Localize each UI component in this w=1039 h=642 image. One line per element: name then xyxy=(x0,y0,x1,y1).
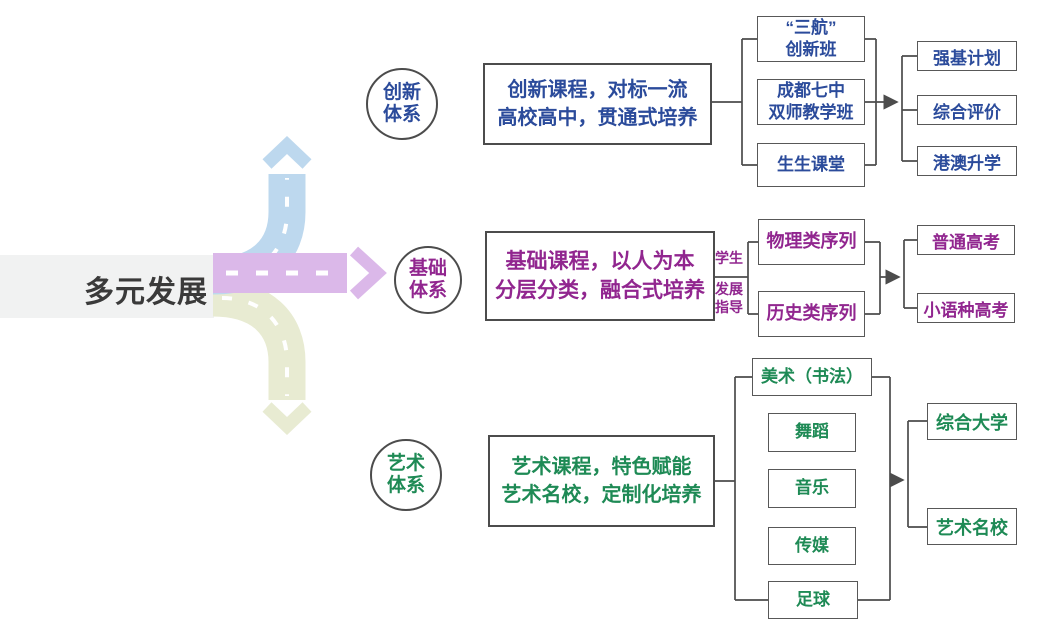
node-music: 音乐 xyxy=(768,469,856,508)
node-fine-art-calligraphy: 美术（书法） xyxy=(752,358,872,396)
root-banner: 多元发展 xyxy=(0,255,214,318)
node-art-system: 艺术 体系 xyxy=(370,439,442,511)
node-physics-sequence: 物理类序列 xyxy=(758,219,865,265)
node-sanhang-class: “三航” 创新班 xyxy=(757,16,865,62)
node-history-sequence: 历史类序列 xyxy=(758,291,865,337)
node-football: 足球 xyxy=(768,581,858,619)
node-chengdu-no7-class: 成都七中 双师教学班 xyxy=(757,79,865,125)
label-student-development-upper: 学生 xyxy=(715,250,743,266)
node-regular-gaokao: 普通高考 xyxy=(917,225,1015,255)
node-art-famous-school: 艺术名校 xyxy=(927,508,1017,545)
node-innovation-system: 创新 体系 xyxy=(366,68,438,140)
node-innovation-summary: 创新课程，对标一流 高校高中，贯通式培养 xyxy=(483,63,712,145)
road-arrow-art xyxy=(212,279,312,435)
node-qiangji-plan: 强基计划 xyxy=(917,41,1017,71)
label-student-development-lower: 发展 指导 xyxy=(715,281,743,315)
node-foundation-summary: 基础课程，以人为本 分层分类，融合式培养 xyxy=(485,231,715,321)
node-dance: 舞蹈 xyxy=(768,413,856,452)
node-foundation-system: 基础 体系 xyxy=(394,246,462,314)
road-arrow-foundation xyxy=(213,246,387,300)
node-media: 传媒 xyxy=(768,527,856,565)
node-comprehensive-evaluation: 综合评价 xyxy=(917,95,1017,125)
node-shengsheng-class: 生生课堂 xyxy=(757,143,865,187)
node-hk-macau-admission: 港澳升学 xyxy=(917,146,1017,176)
node-comprehensive-university: 综合大学 xyxy=(927,403,1017,440)
node-art-summary: 艺术课程，特色赋能 艺术名校，定制化培养 xyxy=(488,435,715,527)
road-arrow-innovation xyxy=(212,136,312,295)
diagram-title: 多元发展 xyxy=(84,276,208,309)
node-minor-language-gaokao: 小语种高考 xyxy=(917,293,1015,323)
